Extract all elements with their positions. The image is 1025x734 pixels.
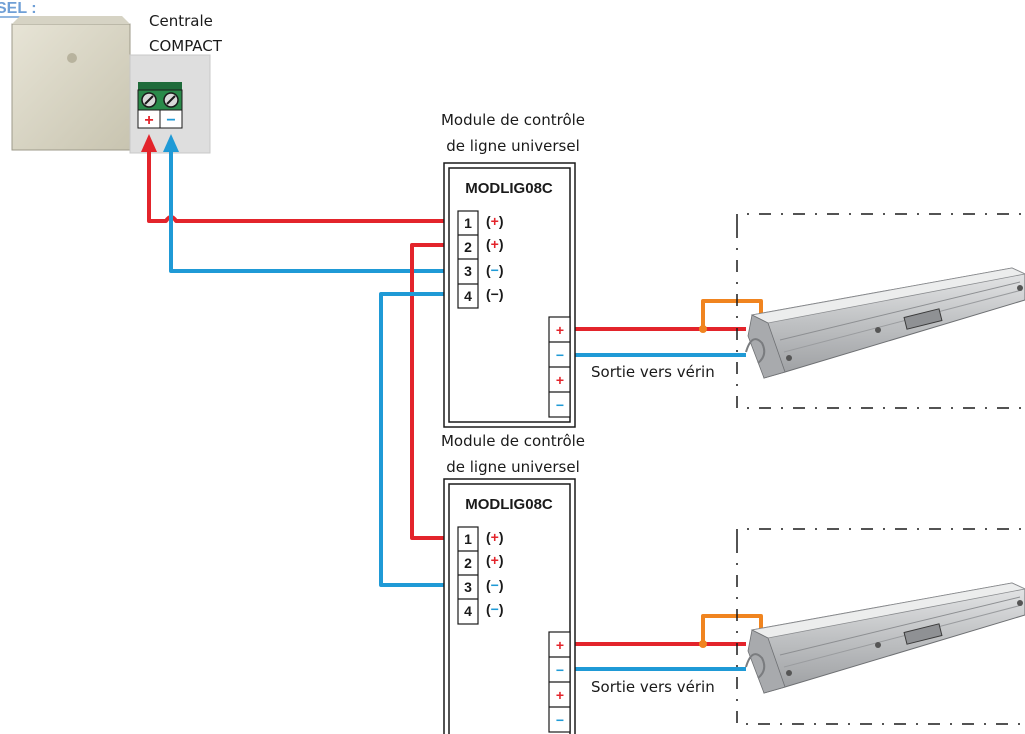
module2-terminal-strip [457,526,479,625]
bridge-junction-1 [699,325,707,333]
window-frame-side-1 [736,226,1025,409]
module1-output-4: − [556,397,564,413]
module2-polarity-4: (−) [486,601,504,617]
module2-polarity-3: (−) [486,577,504,593]
module1-terminal-2: 2 [464,239,472,255]
terminal-block-icon [137,82,183,129]
module2-output-3: + [556,687,564,703]
positive-arrow-icon [141,134,157,152]
module1-terminal-strip [457,210,479,309]
window-frame-top-1 [736,213,1025,226]
module1-output-3: + [556,372,564,388]
module2-output-1: + [556,637,564,653]
centrale-minus-sign: − [166,112,175,129]
window-frame-top-2 [736,528,1025,541]
module1-polarity-2: (+) [486,236,504,252]
module2-terminal-4: 4 [464,603,472,619]
actuator-icon [745,267,1025,379]
module2-caption-line2: de ligne universel [446,458,580,476]
actuator-icon [745,582,1025,694]
window-frame-side-2 [736,541,1025,725]
centrale-label-line2: COMPACT [149,37,223,55]
module2-output-strip [548,631,571,733]
header-title: SEL : [0,0,37,17]
module1-caption-line1: Module de contrôle [441,111,585,129]
module1-output-label: Sortie vers vérin [591,363,715,381]
bridge-junction-2 [699,640,707,648]
module1-output-1: + [556,322,564,338]
module1-caption-line2: de ligne universel [446,137,580,155]
module1-name: MODLIG08C [465,180,553,197]
wire-link-negative [379,292,458,587]
module2-terminal-2: 2 [464,555,472,571]
module2-polarity-1: (+) [486,529,504,545]
module1-terminal-1: 1 [464,215,472,231]
module2-output-2: − [556,662,564,678]
module1-terminal-4: 4 [464,288,472,304]
module1-polarity-1: (+) [486,213,504,229]
module1-polarity-3: (−) [486,262,504,278]
module1-output-strip [548,316,571,418]
module2-terminal-1: 1 [464,531,472,547]
centrale-plus-sign: + [144,112,153,129]
module2-polarity-2: (+) [486,552,504,568]
module2-terminal-3: 3 [464,579,472,595]
wire-centrale-positive [147,152,458,223]
module1-polarity-4: (−) [486,286,504,302]
module1-output-2: − [556,347,564,363]
wire-centrale-negative [169,152,458,273]
centrale-label-line1: Centrale [149,12,213,30]
negative-arrow-icon [163,134,179,152]
module2-name: MODLIG08C [465,496,553,513]
module2-output-label: Sortie vers vérin [591,678,715,696]
wire-link-positive [410,243,458,540]
module2-caption-line1: Module de contrôle [441,432,585,450]
module1-terminal-3: 3 [464,263,472,279]
module2-output-4: − [556,712,564,728]
